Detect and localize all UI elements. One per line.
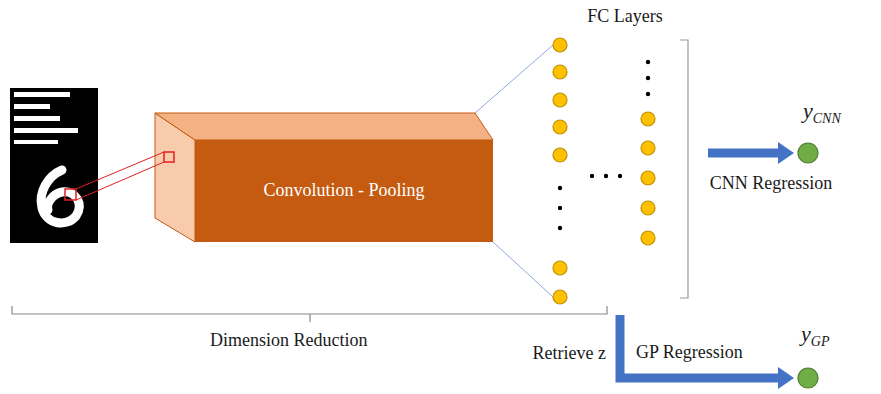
fan-line: [493, 242, 553, 297]
fc-layers-group: FC Layers: [545, 6, 705, 303]
circle-shape: [797, 142, 819, 164]
bracket: [680, 40, 688, 298]
bracket: [12, 306, 607, 322]
group-heading: FC Layers: [545, 6, 705, 28]
flow-arrow: [708, 142, 794, 164]
ellipsis-dots: [558, 60, 650, 230]
output-symbol: y: [801, 321, 811, 346]
arrow-head: [778, 367, 794, 389]
output-circle: yCNN: [797, 142, 819, 164]
projection-line: [76, 162, 164, 200]
input-image: [10, 88, 98, 243]
edge-label: CNN Regression: [708, 173, 835, 194]
output-subscript: GP: [811, 334, 830, 349]
conv-pool-box: Convolution - Pooling: [195, 140, 493, 242]
circle-shape: [797, 367, 819, 389]
output-subscript: CNN: [813, 111, 841, 126]
neuron-circles: [553, 38, 655, 304]
arrow-shaft: [708, 149, 780, 158]
arrow-head: [778, 142, 794, 164]
box-label: Convolution - Pooling: [263, 180, 424, 202]
output-label: yGP: [801, 321, 829, 347]
circle-fill: [798, 143, 818, 163]
digit-six: [41, 170, 79, 223]
step-label: Retrieve z: [531, 343, 608, 364]
feature-cell: [164, 152, 174, 162]
output-circle: yGP: [797, 367, 819, 389]
flow-arrow: [620, 315, 794, 389]
box-top-face: [155, 113, 493, 140]
fan-line: [475, 45, 553, 113]
image-bars: [14, 92, 78, 144]
projection-line: [76, 152, 164, 189]
circle-fill: [798, 368, 818, 388]
edge-label: GP Regression: [634, 342, 745, 363]
output-symbol: y: [803, 98, 813, 123]
section-label: Dimension Reduction: [208, 330, 369, 351]
receptive-field: [65, 189, 76, 200]
output-label: yCNN: [803, 98, 841, 124]
arrow-shaft: [620, 315, 780, 378]
